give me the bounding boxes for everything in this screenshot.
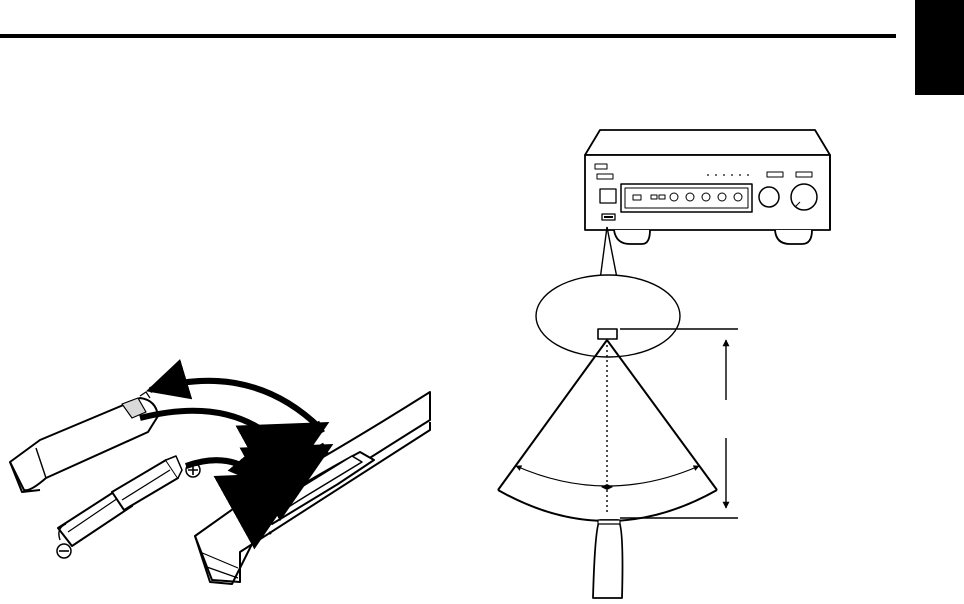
- handheld-remote: [593, 520, 623, 598]
- sensor-callout: [536, 227, 680, 357]
- av-receiver: [585, 130, 830, 244]
- remove-lid-arrow: [150, 381, 320, 428]
- distance-indicator: [620, 329, 738, 518]
- slide-arrow-top: [282, 426, 322, 448]
- minus-symbol: [57, 544, 71, 558]
- battery-installation-diagram: [10, 381, 430, 584]
- range-cone: [498, 340, 717, 521]
- battery-2: [112, 456, 182, 510]
- remote-control-operation-range-diagram: [498, 130, 830, 598]
